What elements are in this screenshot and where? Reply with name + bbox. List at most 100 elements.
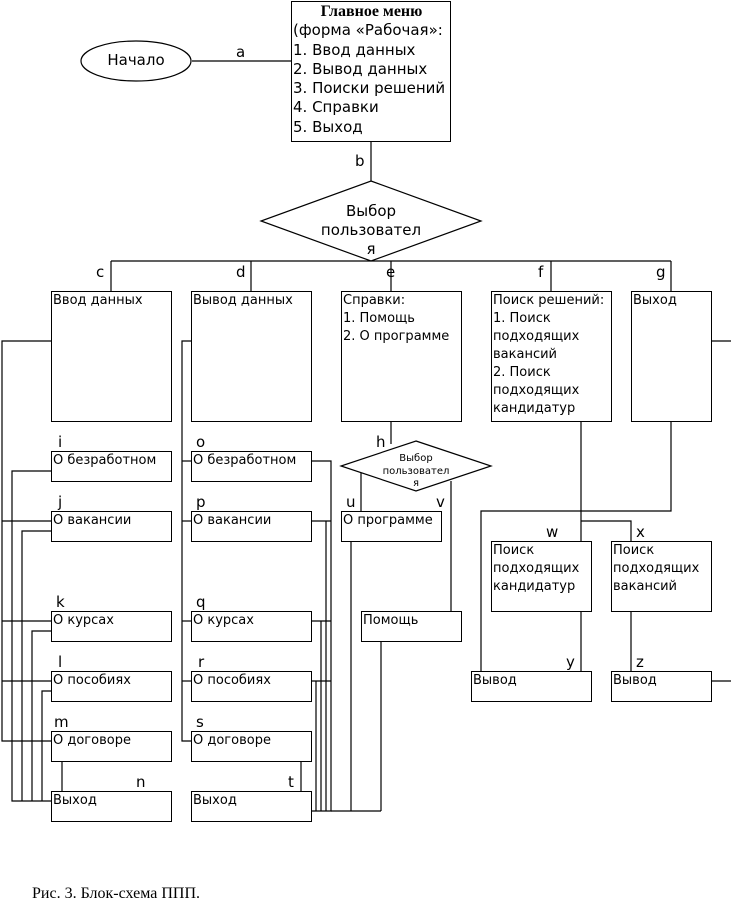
- edge-label-g: g: [656, 263, 666, 281]
- exit-block[interactable]: Выход: [631, 291, 712, 422]
- edge-label-z: z: [636, 653, 644, 671]
- block-text: 1. Помощь: [343, 311, 415, 326]
- edge-label-t: t: [288, 773, 294, 791]
- input-bus: [1, 340, 51, 742]
- print-candidates-block[interactable]: Вывод: [471, 671, 592, 702]
- block-text: О пособиях: [53, 673, 131, 688]
- edge-label-b: b: [355, 152, 365, 170]
- edge-label-o: o: [196, 433, 206, 451]
- block-text: Поиск: [613, 543, 655, 558]
- help-item-block[interactable]: Помощь: [361, 611, 462, 642]
- block-text: подходящих: [493, 383, 580, 398]
- input-data-block[interactable]: Ввод данных: [51, 291, 172, 422]
- decision-line: Выбор: [345, 202, 397, 220]
- block-text: вакансий: [493, 347, 557, 362]
- output-benefits-block[interactable]: О пособиях: [191, 671, 312, 702]
- block-text: Поиск решений:: [493, 293, 605, 308]
- block-text: подходящих: [613, 561, 700, 576]
- find-candidates-block[interactable]: Поиск подходящих кандидатур: [491, 541, 592, 612]
- block-text: О пособиях: [193, 673, 271, 688]
- input-benefits-block[interactable]: О пособиях: [51, 671, 172, 702]
- edge-label-l: l: [58, 653, 63, 671]
- edge-label-k: k: [56, 593, 65, 611]
- block-text: вакансий: [613, 579, 677, 594]
- block-text: 2. Поиск: [493, 365, 551, 380]
- input-unemployed-block[interactable]: О безработном: [51, 451, 172, 482]
- start-terminal: [80, 40, 192, 82]
- figure-caption: Рис. 3. Блок-схема ППП.: [32, 885, 200, 902]
- main-menu-title: Главное меню: [320, 3, 423, 20]
- edge-label-r: r: [198, 653, 205, 671]
- edge-label-v: v: [436, 493, 445, 511]
- block-text: Помощь: [363, 613, 419, 628]
- main-menu-line: (форма «Рабочая»:: [293, 21, 443, 40]
- block-text: кандидатур: [493, 579, 576, 594]
- block-text: подходящих: [493, 561, 580, 576]
- block-text: О курсах: [53, 613, 114, 628]
- decision-line: пользовател: [320, 221, 422, 239]
- block-text: Справки:: [343, 293, 406, 308]
- edge-label-w: w: [546, 523, 559, 541]
- edge-label-x: x: [636, 523, 645, 541]
- block-text: Ввод данных: [53, 293, 143, 308]
- main-menu-block[interactable]: Главное меню (форма «Рабочая»: 1. Ввод д…: [291, 1, 451, 142]
- edge-label-h: h: [376, 433, 386, 451]
- decision-line: я: [412, 478, 419, 489]
- main-menu-line: 3. Поиски решений: [293, 79, 446, 98]
- block-text: Вывод данных: [193, 293, 293, 308]
- decision-help-diamond: [339, 440, 493, 492]
- block-text: О программе: [343, 513, 433, 528]
- search-block[interactable]: Поиск решений: 1. Поиск подходящих вакан…: [491, 291, 612, 422]
- edge-label-j: j: [58, 493, 63, 511]
- block-text: кандидатур: [493, 401, 576, 416]
- block-text: подходящих: [493, 329, 580, 344]
- block-text: Поиск: [493, 543, 535, 558]
- block-text: 1. Поиск: [493, 311, 551, 326]
- edge-x: [581, 520, 632, 541]
- decision-line: я: [366, 240, 376, 258]
- edge-label-e: e: [386, 263, 396, 281]
- about-program-block[interactable]: О программе: [341, 511, 442, 542]
- main-menu-line: 1. Ввод данных: [293, 40, 416, 59]
- edge-label-p: p: [196, 493, 206, 511]
- decision-line: пользовател: [382, 465, 450, 477]
- start-text: Начало: [107, 51, 165, 69]
- decision-main-diamond: [259, 180, 483, 262]
- edge-label-s: s: [196, 713, 204, 731]
- edge-label-c: c: [96, 263, 105, 281]
- edge-label-d: d: [236, 263, 246, 281]
- block-text: О вакансии: [53, 513, 132, 528]
- input-exit-block[interactable]: Выход: [51, 791, 172, 822]
- block-text: О курсах: [193, 613, 254, 628]
- input-contract-block[interactable]: О договоре: [51, 731, 172, 762]
- block-text: Вывод: [613, 673, 657, 688]
- block-text: О вакансии: [193, 513, 272, 528]
- block-text: Вывод: [473, 673, 517, 688]
- start-label: Начало: [100, 52, 172, 69]
- block-text: Выход: [193, 793, 237, 808]
- output-courses-block[interactable]: О курсах: [191, 611, 312, 642]
- output-exit-block[interactable]: Выход: [191, 791, 312, 822]
- block-text: Выход: [53, 793, 97, 808]
- input-vacancy-block[interactable]: О вакансии: [51, 511, 172, 542]
- block-text: О договоре: [53, 733, 131, 748]
- edge-label-a: a: [236, 43, 246, 61]
- block-text: О безработном: [193, 453, 297, 468]
- decision-line: Выбор: [399, 453, 433, 464]
- decision-help-text: Выбор пользовател я: [366, 453, 466, 491]
- output-contract-block[interactable]: О договоре: [191, 731, 312, 762]
- print-vacancies-block[interactable]: Вывод: [611, 671, 712, 702]
- edge-label-m: m: [54, 713, 69, 731]
- find-vacancies-block[interactable]: Поиск подходящих вакансий: [611, 541, 712, 612]
- block-text: Выход: [633, 293, 677, 308]
- output-vacancy-block[interactable]: О вакансии: [191, 511, 312, 542]
- main-menu-line: 4. Справки: [293, 98, 379, 117]
- block-text: О безработном: [53, 453, 157, 468]
- edge-label-f: f: [538, 263, 544, 281]
- edge-label-u: u: [346, 493, 356, 511]
- input-courses-block[interactable]: О курсах: [51, 611, 172, 642]
- help-block[interactable]: Справки: 1. Помощь 2. О программе: [341, 291, 462, 422]
- output-data-block[interactable]: Вывод данных: [191, 291, 312, 422]
- output-unemployed-block[interactable]: О безработном: [191, 451, 312, 482]
